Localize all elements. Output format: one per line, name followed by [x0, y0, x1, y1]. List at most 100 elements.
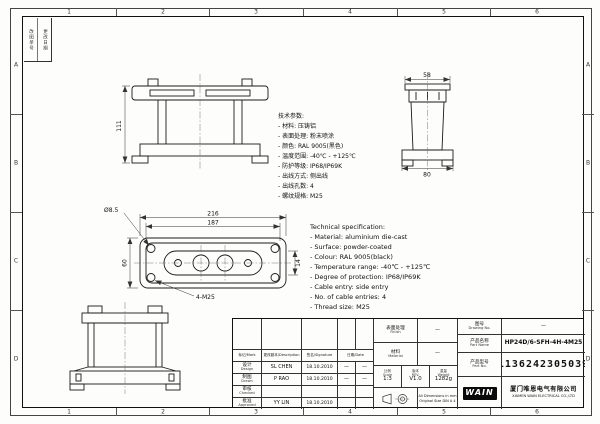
drawn-label: 制图 Drawn [233, 373, 261, 385]
grid-tick [582, 114, 594, 115]
grid-tick [116, 8, 117, 16]
mounting-hole [270, 244, 280, 253]
grid-tick [582, 212, 594, 213]
spec-en-item: - Cable entry: side entry [310, 283, 389, 291]
scale-cell: 比例 Scale 1:3 [373, 365, 401, 387]
cover-lug [87, 305, 103, 314]
design-extra: — [337, 361, 355, 373]
flange-foot [165, 383, 181, 391]
grid-ref-left: C [13, 257, 19, 265]
spec-en-title: Technical specification: [310, 223, 386, 231]
grid-tick [303, 8, 304, 16]
rev-cell: 版本 REV. V1.0 [401, 365, 429, 387]
rev-header-signature: 签名/Signature [301, 349, 337, 361]
drawn-extra: — [337, 373, 355, 385]
spec-block-cn: 技术参数: - 材料: 压铸铝 - 表面处理: 粉末喷涂 - 颜色: RAL 9… [278, 112, 356, 202]
mounting-hole [146, 273, 156, 282]
spec-block-en: Technical specification: - Material: alu… [310, 222, 430, 312]
drawing-no-value: — [501, 319, 585, 334]
grid-tick [10, 212, 22, 213]
flange-slot [168, 373, 175, 382]
design-date: 18.10.2010 [301, 361, 337, 373]
grid-tick [397, 408, 398, 416]
design-extra: — [355, 361, 373, 373]
grid-ref-left: B [13, 159, 19, 167]
spec-en-item: - Thread size: M25 [310, 303, 370, 311]
revision-empty-cell [337, 319, 355, 349]
grid-ref-bottom: 1 [67, 408, 71, 416]
spec-cn-item: - 颜色: RAL 9005(黑色) [278, 143, 344, 150]
dim-hole-dia: Ø8.5 [104, 207, 118, 214]
part-name-value: HP24D/6-SFH-4H-4M25 [501, 334, 585, 352]
front-foot [131, 155, 149, 164]
spec-en-item: - Material: aluminium die-cast [310, 233, 408, 241]
checked-label: 审核 Checked [233, 385, 261, 397]
grid-tick [303, 408, 304, 416]
top-view: 216 187 60 Ø8.5 4-M25 [104, 207, 302, 301]
checked-name [261, 385, 301, 397]
grid-tick [209, 8, 210, 16]
spec-cn-item: - 表面处理: 粉末喷涂 [278, 133, 335, 140]
dim-cavity-height: 14 [295, 259, 302, 267]
grid-ref-right: D [585, 355, 591, 363]
grid-tick [490, 408, 491, 416]
approved-label: 批准 Approved [233, 397, 261, 409]
grid-ref-top: 4 [348, 8, 352, 16]
mounting-hole [270, 273, 280, 282]
grid-ref-bottom: 6 [535, 408, 539, 416]
wain-logo: WAIN [462, 386, 497, 400]
revision-empty-cell [261, 319, 301, 349]
company-logo-cell: WAIN [457, 376, 501, 409]
revision-corner-label: 更改日期 [42, 28, 48, 51]
spec-en-item: - Degree of protection: IP68/IP69K [310, 273, 421, 281]
projection-symbol-icon [382, 393, 410, 404]
grid-ref-left: A [13, 61, 19, 69]
design-label: 设计 Design [233, 361, 261, 373]
flange-foot [69, 383, 85, 391]
side-view: 58 80 [401, 72, 454, 179]
dim-top-inner-width: 187 [207, 220, 219, 227]
dim-side-bottom-width: 80 [423, 172, 431, 179]
grid-ref-right: C [585, 257, 591, 265]
front-slot [205, 89, 251, 97]
spec-cn-item: - 温度范围: -40℃ - +125℃ [278, 153, 356, 160]
grid-tick [582, 310, 594, 311]
front-peg [147, 78, 159, 87]
company-name-cell: 厦门唯恩电气有限公司 XIAMEN WAIN ELECTRICAL CO.,LT… [501, 376, 585, 409]
grid-ref-top: 1 [67, 8, 71, 16]
spec-cn-item: - 出线方式: 侧出线 [278, 173, 329, 180]
spec-cn-item: - 螺纹规格: M25 [278, 193, 323, 200]
front-peg [241, 78, 253, 87]
grid-ref-top: 3 [254, 8, 258, 16]
company-name-en: XIAMEN WAIN ELECTRICAL CO.,LTD [512, 393, 575, 398]
company-name-cn: 厦门唯恩电气有限公司 [510, 386, 577, 394]
rev-header-date: 日期/Date [337, 349, 373, 361]
front-foot [251, 155, 269, 164]
drawn-name: P RAO [261, 373, 301, 385]
revision-empty-cell [233, 319, 261, 349]
rev-header-description: 更改副本/Description [261, 349, 301, 361]
revision-corner-label: 改图单号 [24, 18, 38, 61]
finish-value: — [417, 319, 457, 342]
grid-tick [10, 114, 22, 115]
grid-ref-left: D [13, 355, 19, 363]
side-foot [441, 159, 454, 167]
spec-en-item: - Temperature range: -40℃ - +125℃ [310, 263, 431, 271]
approved-date: 18.10.2010 [301, 397, 337, 409]
grid-ref-top: 6 [535, 8, 539, 16]
grid-tick [116, 408, 117, 416]
grid-ref-top: 5 [442, 8, 446, 16]
grid-ref-bottom: 2 [161, 408, 165, 416]
spec-cn-item: - 出线孔数: 4 [278, 183, 314, 190]
drawing-no-label: 图号 Drawing No. [457, 319, 501, 334]
dim-front-height: 111 [116, 120, 123, 132]
rev-header-mark: 标记/Mark [233, 349, 261, 361]
front-slot [149, 89, 195, 97]
part-name-label: 产品名称 Part Name [457, 334, 501, 352]
top-inner-outline [145, 242, 281, 284]
spec-cn-item: - 材料: 压铸铝 [278, 123, 317, 130]
checked-extra [337, 385, 355, 397]
spec-en-item: - Surface: powder-coated [310, 243, 392, 251]
